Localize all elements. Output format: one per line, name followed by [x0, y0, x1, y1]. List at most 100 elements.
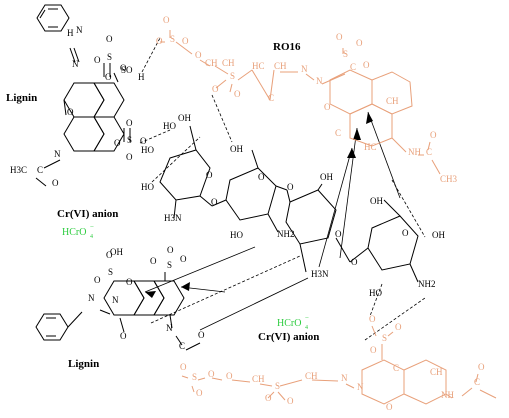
- chitosan-atom: OH: [320, 172, 333, 182]
- chitosan-atom: OH: [178, 113, 191, 123]
- lignin-top-atom: O: [126, 118, 133, 128]
- ro16-bottom-atom: CH: [305, 371, 318, 381]
- chitosan-atom: OH: [432, 230, 445, 240]
- chitosan-atom: O: [206, 170, 213, 180]
- lignin-top-atom: O: [52, 178, 59, 188]
- ro16-bottom-atom: O: [395, 322, 402, 332]
- ro16-bottom-atom: O: [287, 396, 294, 406]
- ro16-top-atom: O: [356, 38, 363, 48]
- phenyl-ring-bottom: [35, 313, 69, 341]
- ro16-bottom-atom: O: [478, 362, 485, 372]
- ro16-top-atom: S: [343, 49, 348, 59]
- lignin-top-atom: H3C: [10, 165, 27, 175]
- lignin-top-atom: S: [107, 52, 112, 62]
- arrow-heads: [145, 112, 373, 298]
- chitosan-atom: O: [287, 182, 294, 192]
- hcro4-right-sup: −: [305, 314, 309, 322]
- ro16-top-atom: C: [426, 147, 432, 157]
- phenyl-ring-top: [36, 4, 70, 32]
- lignin-top-atom: N: [54, 149, 61, 159]
- lignin-bottom-atom: O: [180, 254, 187, 264]
- ro16-bottom-atom: N: [341, 373, 348, 383]
- lignin-top-atom: H: [138, 72, 145, 82]
- lignin-bottom-label: Lignin: [68, 358, 99, 370]
- ro16-ring-top-b: [371, 71, 413, 115]
- ro16-top-atom: HC: [364, 142, 377, 152]
- cr-anion-right-label: Cr(VI) anion: [258, 331, 319, 343]
- ro16-top-atom: CH: [386, 96, 399, 106]
- lignin-top-atom: SO: [121, 65, 133, 75]
- lignin-top-atom: O: [67, 107, 74, 117]
- chitosan-ring-1: [159, 149, 211, 201]
- lignin-bottom-atom: N: [112, 295, 119, 305]
- ro16-top-atom: N: [301, 64, 308, 74]
- chitosan-atom: O: [402, 228, 409, 238]
- ro16-bottom-atom: CH: [252, 374, 265, 384]
- ro16-top-atom: O: [195, 50, 202, 60]
- lignin-bottom-atom: O: [150, 256, 157, 266]
- lignin-bottom-atom: C: [179, 341, 185, 351]
- lignin-top-atom: O: [114, 138, 121, 148]
- ro16-top-atom: S: [230, 71, 235, 81]
- ro16-top-atom: O: [363, 60, 370, 70]
- ro16-top-atom: CH: [205, 58, 218, 68]
- chitosan-atom: NH2: [418, 279, 436, 289]
- hcro4-left-text: HCrO: [62, 227, 86, 238]
- ro16-top-atom: O: [324, 102, 331, 112]
- lignin-top-molecule: [35, 4, 131, 187]
- ro16-bottom-atom: N: [357, 382, 364, 392]
- ro16-top-atom: CH3: [440, 174, 458, 184]
- chitosan-chain: [159, 125, 419, 283]
- ro16-top-atom: C: [350, 62, 356, 72]
- ro16-bottom-atom: NH: [441, 390, 454, 400]
- ro16-bottom-atom: S: [275, 381, 280, 391]
- ro16-top-atom: C: [268, 93, 274, 103]
- ro16-top-atom: HC: [252, 61, 265, 71]
- ro16-bottom-atom: O: [265, 393, 272, 403]
- ro16-top-atom: O: [336, 32, 343, 42]
- ro16-top-atom: CH: [274, 61, 287, 71]
- interaction-lines: [139, 37, 426, 341]
- ro16-top-atom: O: [182, 36, 189, 46]
- chitosan-ring-2: [225, 167, 277, 221]
- lignin-top-label: Lignin: [6, 92, 37, 104]
- chitosan-atom: HO: [141, 145, 154, 155]
- hcro4-left-sup: −: [90, 223, 94, 231]
- naphthalene-ring-c: [103, 280, 145, 316]
- lignin-bottom-atom: OH: [110, 247, 123, 257]
- hcro4-right-sub: 4: [305, 325, 308, 331]
- ro16-bottom-atom: C: [474, 377, 480, 387]
- ro16-top-atom: CH: [222, 58, 235, 68]
- ro16-top-atom: O: [163, 15, 170, 25]
- ro16-top-atom: O: [234, 89, 241, 99]
- lignin-top-atom: N: [76, 25, 83, 35]
- ro16-top-atom: NH: [408, 147, 421, 157]
- lignin-top-atom: O: [140, 136, 147, 146]
- lignin-bottom-atom: N: [88, 293, 95, 303]
- chitosan-atom: HO: [369, 288, 382, 298]
- hcro4-left-sub: 4: [90, 234, 93, 240]
- naphthalene-ring-b: [63, 116, 105, 152]
- lignin-bottom-atom: O: [167, 245, 174, 255]
- hcro4-right-text: HCrO: [277, 318, 301, 329]
- chitosan-atom: HO: [230, 230, 243, 240]
- ro16-top-molecule: [160, 30, 441, 175]
- lignin-bottom-atom: O: [126, 277, 133, 287]
- ro16-top-atom: O: [156, 36, 163, 46]
- hcro4-left: HCrO 4 −: [62, 223, 94, 240]
- ro16-bottom-atom: O: [196, 388, 203, 398]
- ro16-top-atom: O: [430, 130, 437, 140]
- lignin-top-atom: S: [127, 135, 132, 145]
- lignin-bottom-atom: N: [166, 323, 173, 333]
- lignin-bottom-atom: O: [198, 330, 205, 340]
- ro16-bottom-atom: O: [208, 369, 215, 379]
- ro16-bottom-atom: O: [370, 345, 377, 355]
- chitosan-atom: OH: [370, 196, 383, 206]
- hcro4-right: HCrO 4 −: [277, 314, 309, 331]
- chitosan-ring-4: [367, 215, 419, 271]
